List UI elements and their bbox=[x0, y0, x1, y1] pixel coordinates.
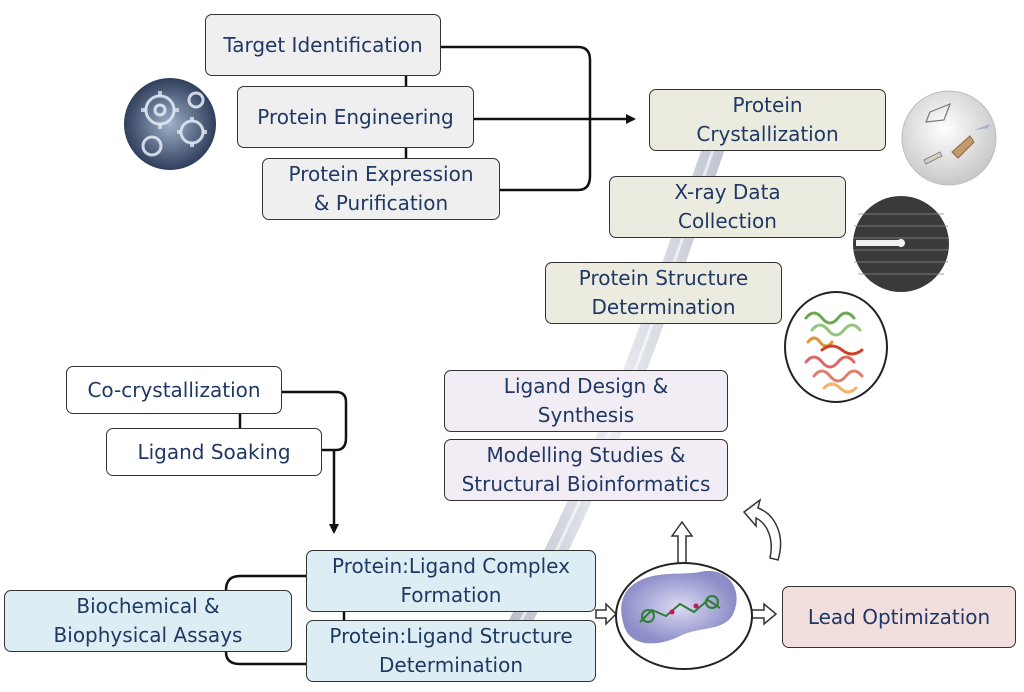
hollow-arrows bbox=[595, 498, 782, 626]
lead-optimization-label: Lead Optimization bbox=[807, 604, 991, 629]
top-bracket-connector bbox=[404, 45, 636, 192]
assays-bracket-connector bbox=[224, 574, 346, 666]
ligand-design-label-line2: Synthesis bbox=[537, 403, 635, 427]
xray-data-collection-box: X-ray Data Collection bbox=[609, 176, 846, 238]
biochemical-assays-box: Biochemical & Biophysical Assays bbox=[4, 590, 292, 652]
assays-label-line1: Biochemical & bbox=[76, 594, 220, 618]
protein-structure-label-line1: Protein Structure bbox=[578, 266, 749, 290]
complex-structure-label-line2: Determination bbox=[378, 653, 523, 677]
target-identification-label: Target Identification bbox=[223, 32, 423, 57]
ligand-binding-pocket-icon bbox=[615, 562, 753, 670]
protein-crystallization-box: Protein Crystallization bbox=[649, 89, 886, 151]
diffraction-pattern-icon bbox=[853, 196, 949, 292]
modelling-studies-label-line1: Modelling Studies & bbox=[486, 443, 686, 467]
protein-crystallization-label-line1: Protein bbox=[732, 93, 803, 117]
modelling-studies-box: Modelling Studies & Structural Bioinform… bbox=[444, 439, 728, 501]
complex-structure-determination-box: Protein:Ligand Structure Determination bbox=[306, 620, 596, 682]
protein-engineering-box: Protein Engineering bbox=[237, 86, 474, 148]
ligand-design-label-line1: Ligand Design & bbox=[503, 374, 669, 398]
arrow-to-lead-icon bbox=[749, 602, 778, 626]
protein-engineering-label: Protein Engineering bbox=[257, 104, 454, 129]
complex-bracket-connector bbox=[238, 390, 348, 534]
crystal-drop-icon bbox=[901, 90, 997, 186]
arrow-to-pocket-icon bbox=[595, 602, 618, 626]
protein-structure-determination-box: Protein Structure Determination bbox=[545, 262, 782, 324]
modelling-studies-label-line2: Structural Bioinformatics bbox=[461, 472, 711, 496]
target-identification-box: Target Identification bbox=[205, 14, 441, 76]
complex-formation-label-line2: Formation bbox=[400, 583, 502, 607]
ligand-soaking-box: Ligand Soaking bbox=[106, 428, 322, 476]
gears-icon bbox=[124, 78, 216, 170]
complex-formation-box: Protein:Ligand Complex Formation bbox=[306, 550, 596, 612]
protein-expression-label-line1: Protein Expression bbox=[288, 162, 474, 186]
assays-label-line2: Biophysical Assays bbox=[53, 623, 243, 647]
co-crystallization-box: Co-crystallization bbox=[66, 366, 282, 414]
lead-optimization-box: Lead Optimization bbox=[782, 586, 1016, 648]
xray-data-collection-label-line1: X-ray Data bbox=[674, 180, 781, 204]
protein-crystallization-label-line2: Crystallization bbox=[696, 122, 839, 146]
curved-arrow-icon bbox=[742, 498, 782, 561]
xray-data-collection-label-line2: Collection bbox=[678, 209, 777, 233]
co-crystallization-label: Co-crystallization bbox=[87, 377, 261, 402]
ligand-design-synthesis-box: Ligand Design & Synthesis bbox=[444, 370, 728, 432]
protein-expression-box: Protein Expression & Purification bbox=[262, 158, 500, 220]
protein-structure-label-line2: Determination bbox=[591, 295, 736, 319]
ligand-soaking-label: Ligand Soaking bbox=[137, 439, 291, 464]
protein-structure-icon bbox=[784, 291, 888, 403]
complex-structure-label-line1: Protein:Ligand Structure bbox=[329, 624, 573, 648]
arrow-up-icon bbox=[670, 520, 694, 565]
protein-expression-label-line2: & Purification bbox=[313, 191, 449, 215]
complex-formation-label-line1: Protein:Ligand Complex bbox=[332, 554, 570, 578]
